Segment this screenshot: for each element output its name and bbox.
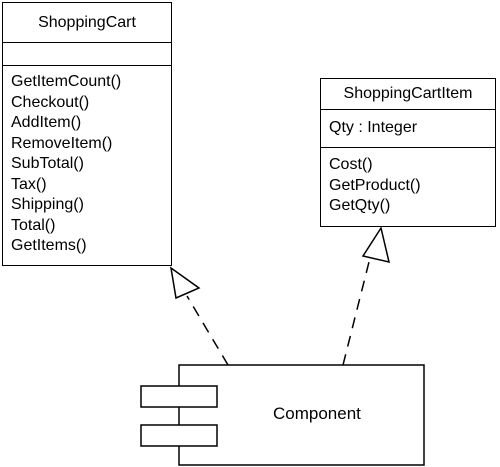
operation-get-product: GetProduct() [329,176,421,194]
shopping-cart-class-name: ShoppingCart [38,14,136,31]
shopping-cart-operations: GetItemCount() Checkout() AddItem() Remo… [3,65,171,257]
realization-line-shopping-cart-item [342,257,371,366]
shopping-cart-item-operations: Cost() GetProduct() GetQty() [321,147,495,217]
realization-line-shopping-cart [186,295,229,366]
shopping-cart-item-class: ShoppingCartItem Qty : Integer Cost() Ge… [320,78,496,227]
shopping-cart-class: ShoppingCart GetItemCount() Checkout() A… [2,2,172,266]
operation-cost: Cost() [329,156,373,173]
operation-get-qty: GetQty() [329,197,391,214]
operation-total: Total() [11,216,56,234]
shopping-cart-item-attributes: Qty : Integer [321,109,495,147]
operation-add-item: AddItem() [11,114,82,131]
component-label: Component [273,404,361,423]
component-port-bottom [140,424,218,447]
operation-get-items: GetItems() [11,237,87,254]
operation-checkout: Checkout() [11,93,90,111]
operation-tax: Tax() [11,175,47,193]
realization-arrowhead-shopping-cart-item [361,226,391,264]
realization-arrowhead-shopping-cart [169,266,201,300]
operation-shipping: Shipping() [11,196,84,213]
shopping-cart-attributes [3,42,171,65]
component-port-top [140,385,218,408]
operation-get-item-count: GetItemCount() [11,73,122,90]
shopping-cart-item-class-name: ShoppingCartItem [343,85,473,102]
operation-subtotal: SubTotal() [11,155,84,172]
operation-remove-item: RemoveItem() [11,134,113,152]
attribute-qty: Qty : Integer [329,119,418,136]
component-box [178,364,425,466]
